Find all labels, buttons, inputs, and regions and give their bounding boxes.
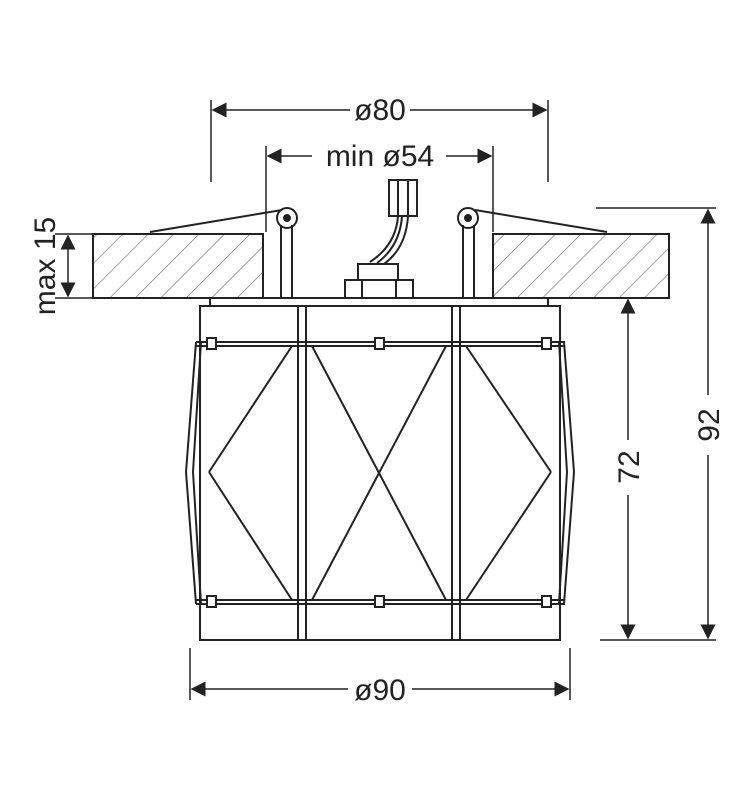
spring-clip-right	[457, 207, 608, 298]
rod-clips	[206, 337, 552, 608]
label-body-height: 72	[613, 450, 646, 483]
ceiling-left	[92, 233, 264, 299]
label-min-cutout: min ø54	[326, 140, 434, 173]
label-body-diameter: ø90	[354, 674, 406, 707]
label-total-height: 92	[693, 408, 726, 441]
label-outer-cutout: ø80	[354, 94, 406, 127]
dimension-total-height	[596, 207, 716, 641]
mounting-plate	[209, 297, 549, 307]
spring-clip-left	[149, 207, 298, 298]
ceiling-right	[492, 233, 670, 299]
label-ceiling-thickness: max 15	[29, 217, 62, 315]
dimension-outer-cutout	[210, 100, 549, 182]
dimension-body-diameter	[189, 648, 571, 700]
lamp-body	[184, 305, 576, 641]
dimension-ceiling-thickness	[55, 233, 93, 299]
dimension-min-cutout	[265, 146, 494, 232]
connector-block	[344, 179, 418, 299]
